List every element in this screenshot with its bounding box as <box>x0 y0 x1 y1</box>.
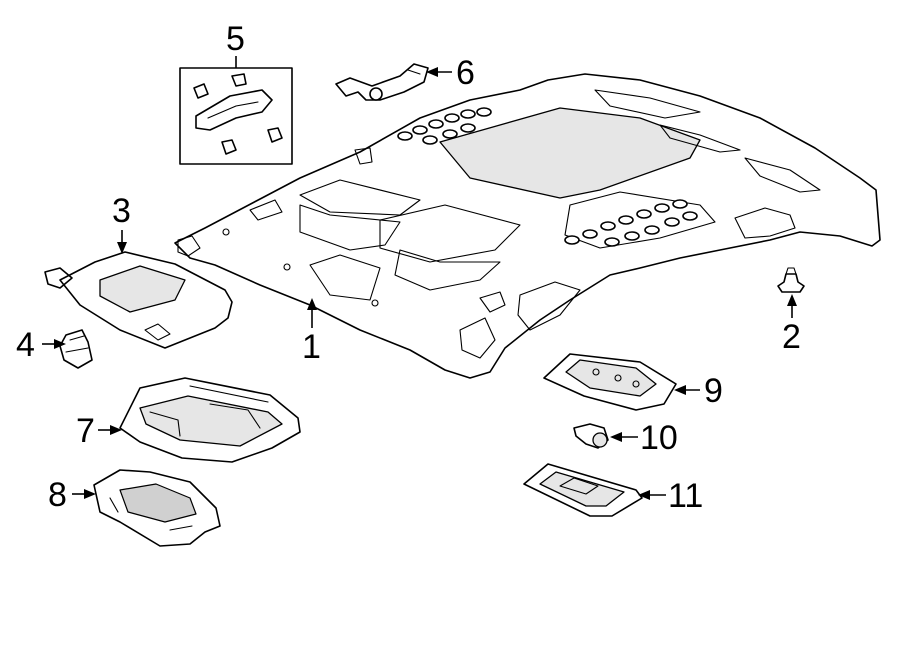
callout-label-5: 5 <box>226 20 245 58</box>
callout-label-10: 10 <box>640 419 678 457</box>
callout-label-2: 2 <box>782 318 801 356</box>
callout-label-9: 9 <box>704 372 723 410</box>
sun-visor-part-3 <box>44 251 233 349</box>
callout-6: 6 <box>426 54 475 92</box>
clip-part-2 <box>777 267 805 293</box>
callout-7: 7 <box>76 412 122 450</box>
callout-label-3: 3 <box>112 192 131 230</box>
callout-label-8: 8 <box>48 476 67 514</box>
visor-clip-part-4 <box>59 329 93 369</box>
headliner-clips-right <box>564 199 698 247</box>
console-module-part-8 <box>93 469 221 547</box>
callout-5: 5 <box>226 20 245 68</box>
map-lamp-part-9 <box>543 353 677 411</box>
callout-1: 1 <box>302 298 321 366</box>
callout-label-1: 1 <box>302 328 321 366</box>
headliner-part-1 <box>174 73 881 379</box>
bracket-part-6 <box>335 63 429 101</box>
callout-11: 11 <box>638 477 703 515</box>
callout-4: 4 <box>16 326 66 364</box>
callout-9: 9 <box>674 372 723 410</box>
callout-3: 3 <box>112 192 131 254</box>
callout-label-6: 6 <box>456 54 475 92</box>
callout-10: 10 <box>610 419 678 457</box>
console-housing-part-7 <box>119 377 301 463</box>
grab-handle-part-5 <box>179 67 293 165</box>
callout-label-11: 11 <box>668 477 703 515</box>
bulb-part-10 <box>573 423 609 449</box>
headliner-clips-top <box>397 107 492 145</box>
callout-8: 8 <box>48 476 96 514</box>
lens-part-11 <box>523 463 643 517</box>
callout-label-7: 7 <box>76 412 95 450</box>
callout-2: 2 <box>782 294 801 356</box>
callout-label-4: 4 <box>16 326 35 364</box>
